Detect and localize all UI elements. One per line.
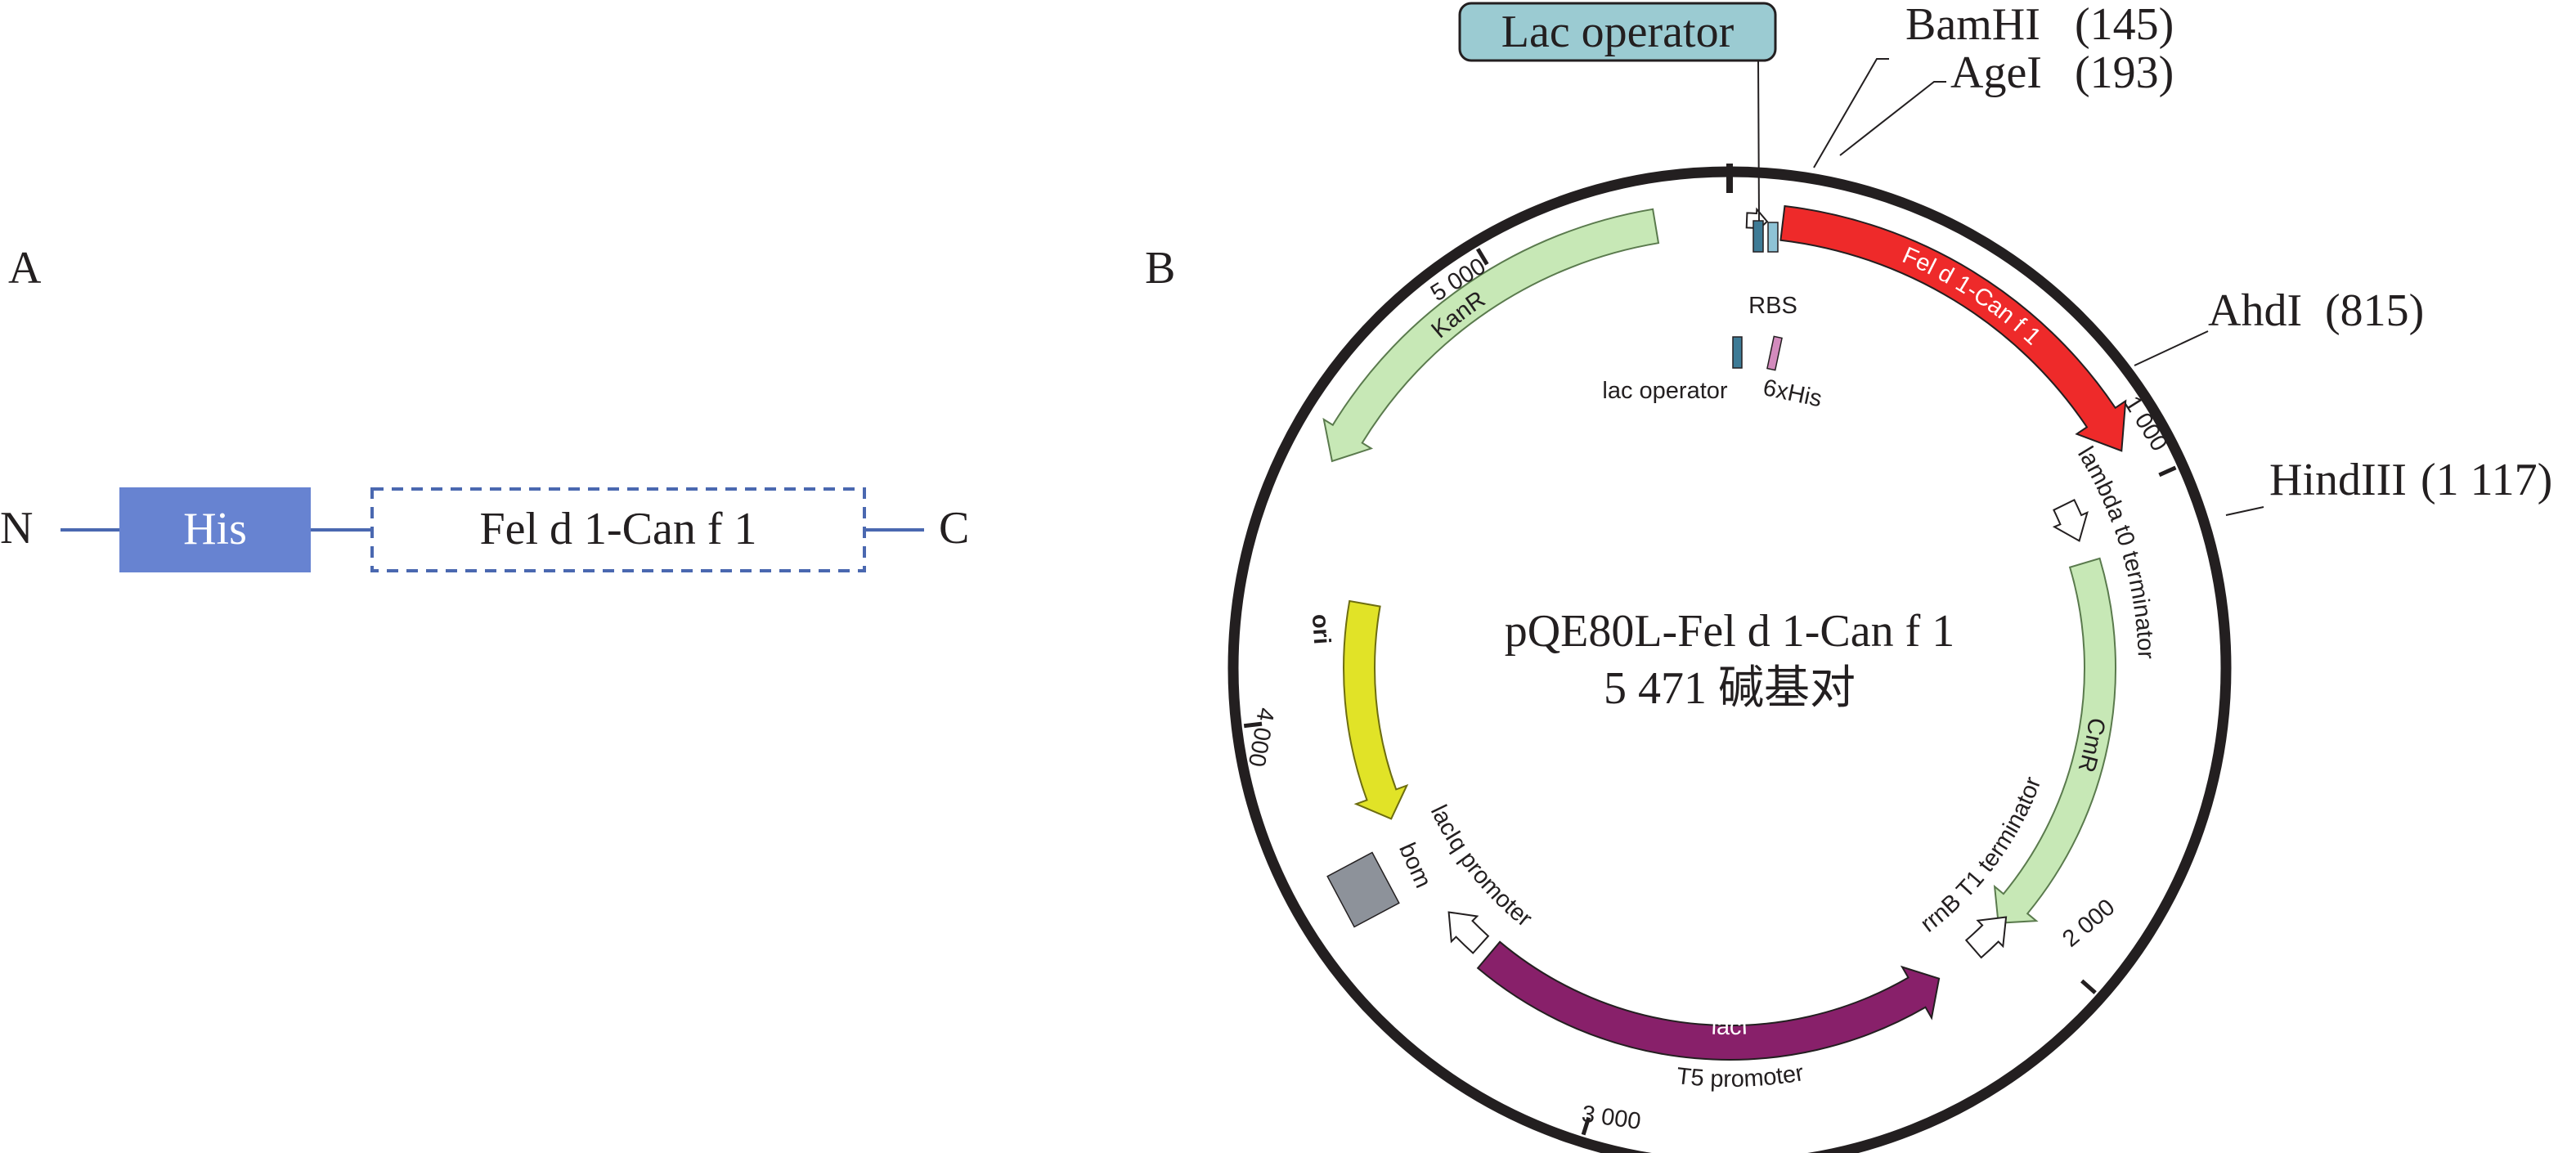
fel-label: Fel d 1-Can f 1 xyxy=(1899,242,2046,350)
rbs-block xyxy=(1767,222,1779,253)
lac-operator-block-2 xyxy=(1732,336,1743,369)
tick-mark-4000 xyxy=(1243,721,1263,729)
kanr-arrow xyxy=(1322,208,1660,463)
his-tag-box xyxy=(119,487,311,572)
laciq-promoter-arrow xyxy=(1447,911,1490,954)
hindiii-leader-line xyxy=(2225,506,2264,516)
lac-operator-label: lac operator xyxy=(1602,378,1727,404)
ori-arrow xyxy=(1343,599,1409,820)
tick-mark-3000 xyxy=(1581,1116,1591,1136)
plasmid-size: 5 471 碱基对 xyxy=(1604,663,1856,714)
site-ahdi-name: AhdI xyxy=(2208,285,2302,336)
lac-operator-block-1 xyxy=(1752,220,1764,253)
agei-leader-line xyxy=(1839,81,1946,156)
ori-label: ori xyxy=(1307,613,1335,645)
laci-arrow xyxy=(1476,940,1941,1061)
site-ahdi-pos: (815) xyxy=(2325,285,2424,336)
n-terminus-label: N xyxy=(0,503,33,554)
lac-operator-callout-box xyxy=(1458,2,1777,62)
bom-block xyxy=(1326,851,1400,928)
tick-mark-5000 xyxy=(1475,248,1489,266)
site-bamhi-pos: (145) xyxy=(2075,0,2174,50)
tick-mark-2000 xyxy=(2080,979,2097,994)
plasmid-backbone-outer xyxy=(1227,166,2232,1153)
panel-b: B KanR Fel d 1-Can f 1 CmR lacI T5 promo… xyxy=(1145,0,2552,1153)
plasmid-name: pQE80L-Fel d 1-Can f 1 xyxy=(1505,606,1955,657)
bom-label: bom xyxy=(1393,839,1436,892)
rrnb-terminator-arrow xyxy=(1964,916,2008,959)
panel-b-label: B xyxy=(1145,243,1175,294)
t5-promoter-label: T5 promoter xyxy=(1676,1060,1806,1092)
panel-a: A N His Fel d 1-Can f 1 C xyxy=(0,243,969,572)
laciq-promoter-label: lacIq promoter xyxy=(1425,801,1537,933)
rbs-label: RBS xyxy=(1748,293,1797,319)
fusion-protein-label: Fel d 1-Can f 1 xyxy=(479,504,756,554)
lac-operator-callout-label: Lac operator xyxy=(1501,7,1735,57)
site-agei-pos: (193) xyxy=(2075,47,2174,98)
scale-ticks xyxy=(1243,248,2177,1136)
tick-label-3000: 3 000 xyxy=(1580,1101,1642,1135)
panel-a-label: A xyxy=(8,243,42,294)
lambda-terminator-arrow xyxy=(2052,499,2089,542)
6xhis-block xyxy=(1766,335,1783,371)
his-tag-label: His xyxy=(183,504,247,554)
lac-operator-callout-line xyxy=(1757,60,1760,222)
fel-d1-can-f1-arrow xyxy=(1779,204,2127,452)
site-agei-name: AgeI xyxy=(1950,47,2042,98)
site-bamhi-name: BamHI xyxy=(1905,0,2040,50)
tick-mark-1000 xyxy=(2158,465,2177,478)
6xhis-label: 6xHis xyxy=(1761,375,1824,412)
tick-label-4000: 4 000 xyxy=(1243,706,1279,769)
tick-label-2000: 2 000 xyxy=(2058,895,2120,953)
cmr-arrow xyxy=(1993,557,2116,924)
site-hindiii-pos: (1 117) xyxy=(2421,455,2552,505)
bamhi-leader-line xyxy=(1813,58,1889,168)
ahdi-leader-line xyxy=(2134,330,2209,366)
c-terminus-label: C xyxy=(939,503,969,554)
site-hindiii-name: HindIII xyxy=(2269,455,2407,505)
